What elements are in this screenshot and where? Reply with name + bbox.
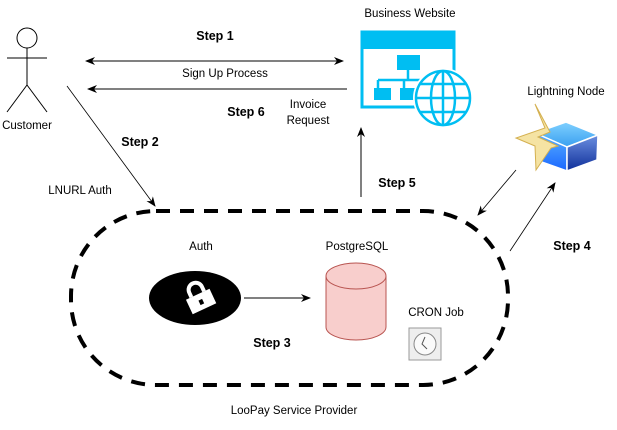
step4-label: Step 4 xyxy=(553,239,591,253)
auth-label: Auth xyxy=(189,241,213,253)
customer-label: Customer xyxy=(2,120,52,132)
postgresql-label: PostgreSQL xyxy=(326,241,389,253)
lock-icon xyxy=(149,271,241,325)
step2-label: Step 2 xyxy=(121,135,159,149)
step3-label: Step 3 xyxy=(253,336,291,350)
lightning-node-label: Lightning Node xyxy=(527,86,604,98)
step1-label: Step 1 xyxy=(196,29,234,43)
lightning-node-icon xyxy=(514,103,601,173)
lightning-to-provider-arrow xyxy=(477,169,517,216)
step6-label: Step 6 xyxy=(227,105,265,119)
clock-icon xyxy=(408,327,442,361)
provider-label: LooPay Service Provider xyxy=(231,405,358,417)
customer-actor-icon xyxy=(6,27,48,113)
service-provider-boundary xyxy=(69,209,510,387)
lnurl-auth-label: LNURL Auth xyxy=(48,185,112,197)
website-label: Business Website xyxy=(364,8,455,20)
database-icon xyxy=(325,262,387,341)
step2-arrow xyxy=(66,85,156,207)
step4-arrow xyxy=(509,182,556,252)
request-label: Request xyxy=(287,115,331,127)
signup-process-label: Sign Up Process xyxy=(182,68,268,80)
cron-job-label: CRON Job xyxy=(408,307,464,319)
website-icon xyxy=(360,30,473,128)
invoice-label: Invoice xyxy=(290,99,326,111)
step5-label: Step 5 xyxy=(378,176,416,190)
